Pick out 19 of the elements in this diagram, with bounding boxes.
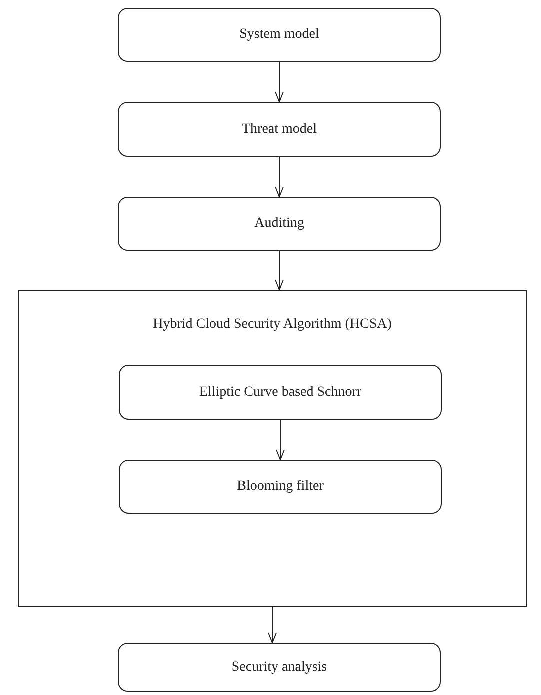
process-box [118,197,441,251]
process-box [118,643,441,692]
process-box [118,8,441,62]
box-label: Elliptic Curve based Schnorr [199,384,362,400]
arrow [275,62,284,102]
arrow [275,156,284,198]
box-label: Auditing [254,216,304,232]
arrow [275,250,284,290]
box-label: Threat model [242,122,318,138]
box-label: Blooming filter [237,479,324,495]
arrow [276,420,285,460]
process-box [119,460,442,514]
process-box [119,365,442,420]
process-box [118,102,441,157]
group-title: Hybrid Cloud Security Algorithm (HCSA) [152,317,393,333]
box-label: System model [240,27,320,43]
box-label: Security analysis [232,660,328,676]
arrow [268,606,277,644]
group-box [18,290,527,607]
